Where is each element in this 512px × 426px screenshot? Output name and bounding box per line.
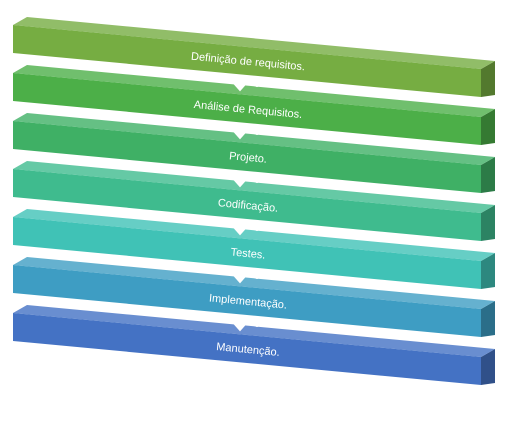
connector-arrow: [232, 123, 259, 140]
connector-arrow: [232, 171, 259, 188]
stage-3: Projeto.: [13, 113, 495, 193]
connector-arrow: [232, 267, 259, 284]
stage-2: Análise de Requisitos.: [13, 65, 495, 145]
stage-label: Manutenção.: [216, 341, 280, 359]
stage-front-face: [13, 25, 481, 97]
stage-4: Codificação.: [13, 161, 495, 241]
stage-label: Codificação.: [217, 197, 278, 215]
stage-front-face: [13, 265, 481, 337]
stage-top-face: [13, 257, 495, 309]
stage-side-face: [481, 205, 495, 241]
stage-side-face: [481, 349, 495, 385]
stage-6: Implementação.: [13, 257, 495, 337]
connector-arrow: [232, 219, 259, 236]
stage-top-face: [13, 113, 495, 165]
stage-front-face: [13, 169, 481, 241]
stage-top-face: [13, 17, 495, 69]
stage-top-face: [13, 65, 495, 117]
stage-side-face: [481, 301, 495, 337]
stage-top-face: [13, 209, 495, 261]
stage-side-face: [481, 157, 495, 193]
stage-1: Definição de requisitos.: [13, 17, 495, 97]
stage-front-face: [13, 73, 481, 145]
stage-side-face: [481, 61, 495, 97]
stage-5: Testes.: [13, 209, 495, 289]
stage-top-face: [13, 161, 495, 213]
stage-label: Projeto.: [229, 150, 268, 165]
stage-front-face: [13, 313, 481, 385]
stage-label: Testes.: [230, 246, 266, 261]
stage-side-face: [481, 109, 495, 145]
connector-arrow: [232, 315, 259, 332]
stage-side-face: [481, 253, 495, 289]
stage-front-face: [13, 217, 481, 289]
stage-top-face: [13, 305, 495, 357]
stage-7: Manutenção.: [13, 305, 495, 385]
stage-front-face: [13, 121, 481, 193]
connector-arrow: [232, 75, 259, 92]
